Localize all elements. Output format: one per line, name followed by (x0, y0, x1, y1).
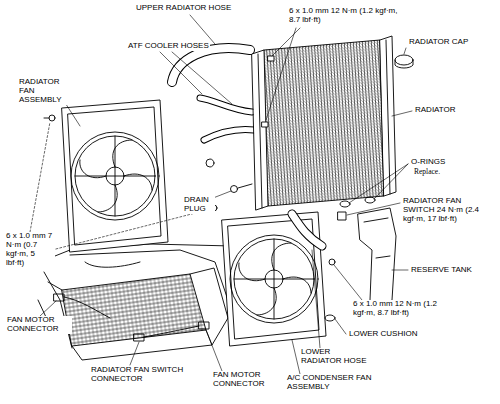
engine-bay (38, 244, 232, 360)
fan-switch-connector (134, 334, 144, 341)
lower-cushion (325, 315, 335, 321)
radiator-fan-assembly (44, 100, 168, 252)
part-label: 6 x 1.0 mm 12 N·m (1.2 kgf·m, 8.7 lbf·ft… (352, 300, 440, 318)
fan-motor-connector (199, 322, 209, 329)
part-label: O-RINGS (410, 158, 446, 167)
part-label: Replace. (413, 168, 441, 176)
part-label: ATF COOLER HOSES (127, 42, 210, 51)
part-label: UPPER RADIATOR HOSE (135, 4, 232, 13)
part-label: RADIATOR FAN SWITCH 24 N·m (2.4 kgf·m, 1… (402, 197, 490, 224)
part-label: 6 x 1.0 mm 12 N·m (1.2 kgf·m, 8.7 lbf·ft… (288, 7, 408, 25)
fan-motor-connector (54, 294, 64, 301)
part-label: FAN MOTOR CONNECTOR (212, 371, 266, 389)
upper-radiator-hose (172, 48, 250, 82)
leader-lines (30, 15, 412, 374)
o-ring (365, 197, 375, 203)
ac-condenser-fan-assembly (211, 205, 326, 346)
part-label: LOWER RADIATOR HOSE (300, 348, 374, 366)
part-label: FAN MOTOR CONNECTOR (6, 316, 72, 334)
part-label: DRAIN PLUG (183, 196, 215, 214)
radiator (231, 36, 397, 220)
atf-cooler-hoses (200, 98, 254, 167)
part-label: RADIATOR (414, 106, 457, 115)
lower-radiator-hose (292, 214, 322, 246)
drain-plug (231, 186, 238, 193)
part-label: RADIATOR FAN SWITCH CONNECTOR (90, 366, 200, 384)
radiator-cap (395, 55, 413, 68)
part-label: LOWER CUSHION (348, 330, 418, 339)
part-label: 6 x 1.0 mm 7 N·m (0.7 kgf·m, 5 lbf·ft) (5, 232, 55, 268)
radiator-fan-switch (338, 212, 346, 220)
part-label: RADIATOR CAP (408, 38, 469, 47)
part-label: A/C CONDENSER FAN ASSEMBLY (286, 374, 404, 392)
o-ring (340, 201, 350, 207)
part-label: RESERVE TANK (410, 266, 473, 275)
part-label: RADIATOR FAN ASSEMBLY (18, 78, 78, 105)
